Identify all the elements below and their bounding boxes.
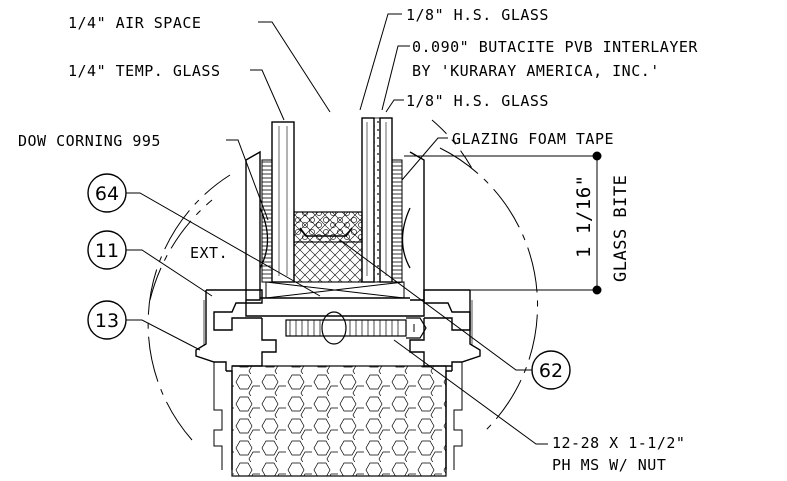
screw-assembly [285, 311, 427, 345]
tag-13: 13 [87, 300, 127, 340]
label-hs-glass-bottom: 1/8" H.S. GLASS [406, 92, 549, 110]
label-dow-corning: DOW CORNING 995 [18, 132, 161, 150]
label-air-space: 1/4" AIR SPACE [68, 14, 201, 32]
tag-11: 11 [87, 230, 127, 270]
dimension-value: 1 1/16" [573, 174, 595, 258]
label-ext: EXT. [190, 244, 228, 262]
tag-62: 62 [531, 350, 571, 390]
tag-13-text: 13 [95, 310, 119, 332]
label-screw-line2: PH MS W/ NUT [552, 456, 666, 474]
label-temp-glass: 1/4" TEMP. GLASS [68, 62, 221, 80]
setting-block [265, 281, 405, 299]
label-pvb-line1: 0.090" BUTACITE PVB INTERLAYER [412, 38, 698, 56]
tag-62-text: 62 [539, 360, 563, 382]
leader-lines [126, 13, 548, 445]
sealant-and-tape [259, 159, 411, 283]
tag-64: 64 [87, 173, 127, 213]
label-hs-glass-top: 1/8" H.S. GLASS [406, 6, 549, 24]
core-infill [231, 365, 447, 477]
tag-64-text: 64 [95, 183, 119, 205]
spacer-assembly [293, 211, 363, 283]
dimension-caption: GLASS BITE [611, 175, 631, 282]
glass-bite-dimension [404, 151, 602, 295]
glass-lites [271, 117, 393, 283]
tag-11-text: 11 [95, 240, 119, 262]
label-glazing-foam: GLAZING FOAM TAPE [452, 130, 614, 148]
label-pvb-line2: BY 'KURARAY AMERICA, INC.' [412, 62, 660, 80]
label-screw-line1: 12-28 X 1-1/2" [552, 434, 685, 452]
breakout-circle [147, 119, 539, 441]
